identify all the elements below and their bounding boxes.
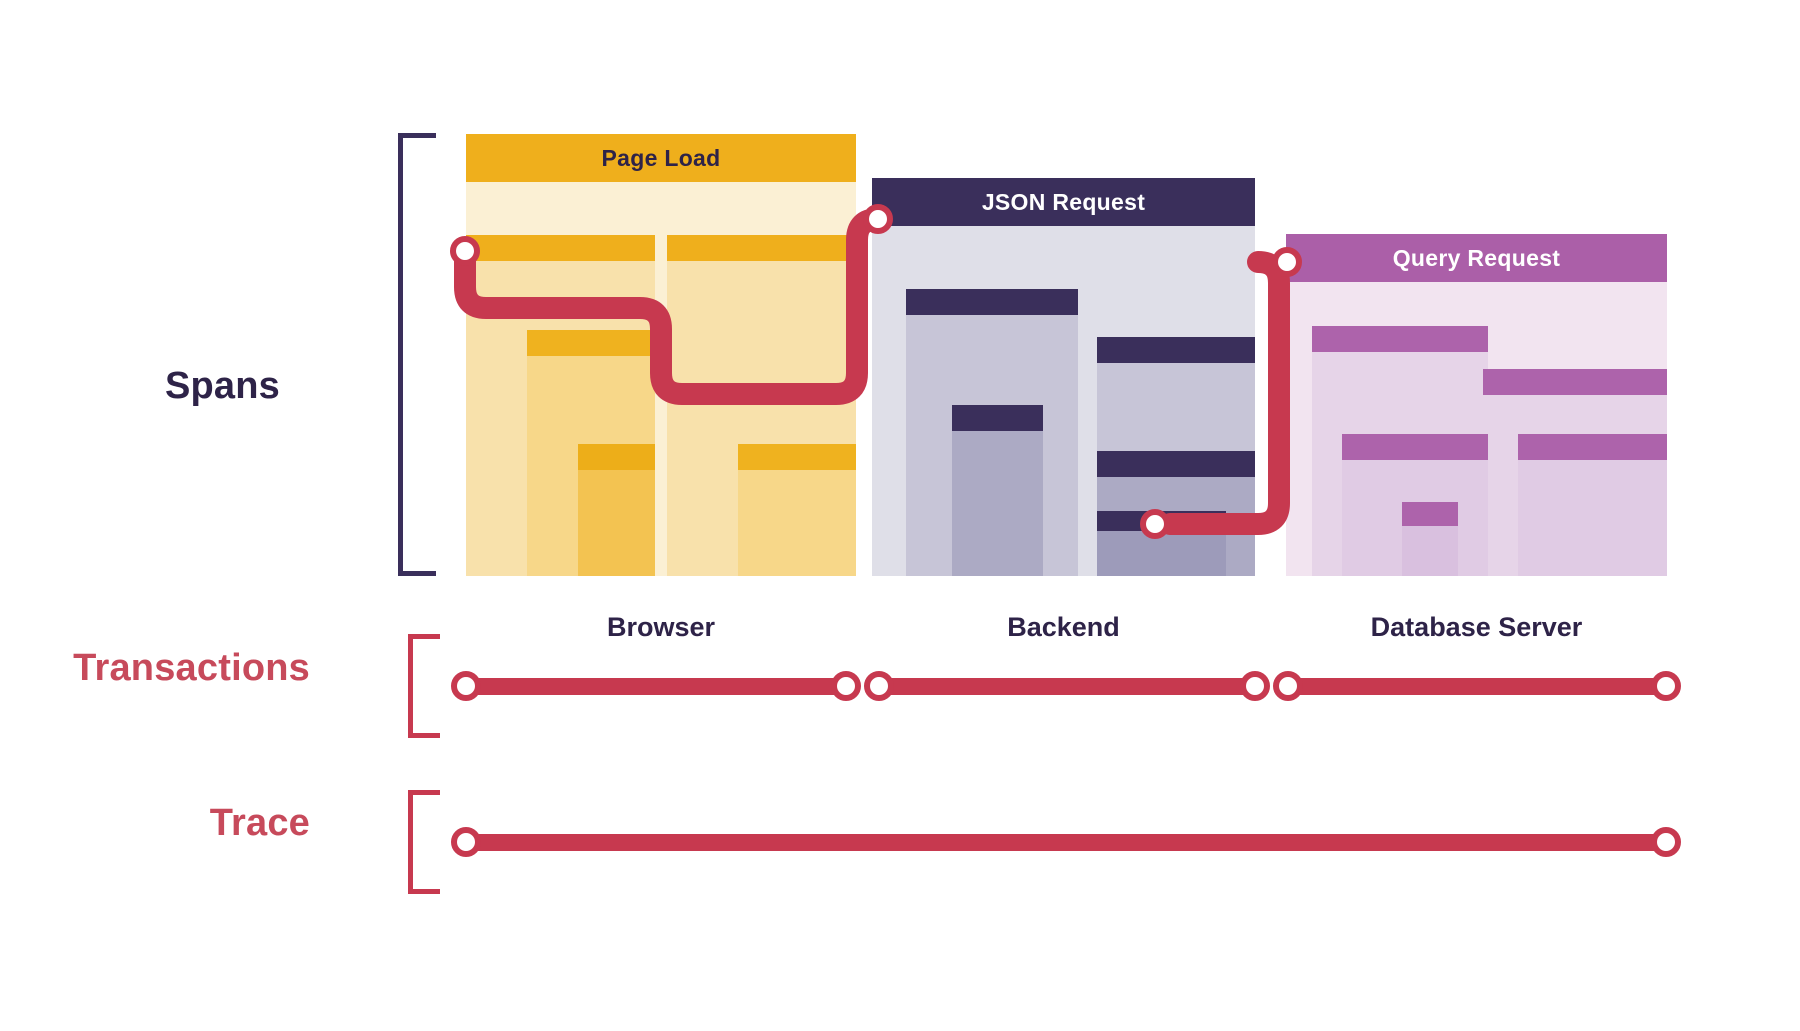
- span-bar-header: [737, 443, 856, 470]
- transaction-line-backend[interactable]: [879, 678, 1255, 695]
- span-group-header-browser: Page Load: [466, 134, 856, 182]
- transaction-node-backend-start[interactable]: [864, 671, 894, 701]
- span-bar[interactable]: [578, 443, 656, 576]
- span-bar[interactable]: [737, 443, 856, 576]
- trace-node-start[interactable]: [451, 827, 481, 857]
- transaction-line-database[interactable]: [1288, 678, 1666, 695]
- span-bar-header: [951, 404, 1043, 431]
- span-bar-header: [1402, 501, 1458, 526]
- trace-line[interactable]: [466, 834, 1666, 851]
- transaction-line-browser[interactable]: [466, 678, 846, 695]
- trace-bracket: [408, 790, 440, 894]
- span-group-browser[interactable]: Page Load: [466, 134, 856, 576]
- connector-node-backend-end[interactable]: [1140, 509, 1170, 539]
- span-bar-header: [905, 289, 1079, 316]
- transaction-node-browser-start[interactable]: [451, 671, 481, 701]
- span-group-header-database: Query Request: [1286, 234, 1667, 282]
- service-label-browser: Browser: [606, 612, 716, 642]
- span-bar-header: [578, 443, 656, 470]
- transactions-row-label: Transactions: [73, 647, 310, 689]
- span-bar-header: [526, 330, 656, 357]
- connector-node-database-start[interactable]: [1272, 247, 1302, 277]
- transaction-node-database-end[interactable]: [1651, 671, 1681, 701]
- connector-node-browser-start[interactable]: [450, 236, 480, 266]
- span-group-database[interactable]: Query Request: [1286, 234, 1667, 576]
- transaction-node-database-start[interactable]: [1273, 671, 1303, 701]
- trace-row-label: Trace: [209, 802, 310, 844]
- span-bar[interactable]: [951, 404, 1043, 576]
- connector-node-backend-start[interactable]: [863, 204, 893, 234]
- span-bar-header: [1311, 326, 1489, 353]
- span-bar-header: [1518, 434, 1667, 461]
- span-bar-header: [1341, 434, 1489, 461]
- span-bar-header: [1096, 336, 1255, 363]
- service-label-database: Database Server: [1370, 612, 1583, 642]
- span-bar[interactable]: [1518, 434, 1667, 576]
- span-bar-header: [666, 234, 856, 261]
- transaction-node-browser-end[interactable]: [831, 671, 861, 701]
- transaction-node-backend-end[interactable]: [1240, 671, 1270, 701]
- spans-bracket: [398, 133, 436, 576]
- span-bar-header: [466, 234, 656, 261]
- service-label-backend: Backend: [1007, 612, 1120, 642]
- span-group-header-backend: JSON Request: [872, 178, 1255, 226]
- span-bar-header: [1096, 451, 1255, 478]
- transactions-bracket: [408, 634, 440, 738]
- span-group-backend[interactable]: JSON Request: [872, 178, 1255, 576]
- span-bar-header: [1483, 369, 1667, 395]
- spans-row-label: Spans: [164, 365, 280, 407]
- trace-node-end[interactable]: [1651, 827, 1681, 857]
- span-bar[interactable]: [1402, 501, 1458, 576]
